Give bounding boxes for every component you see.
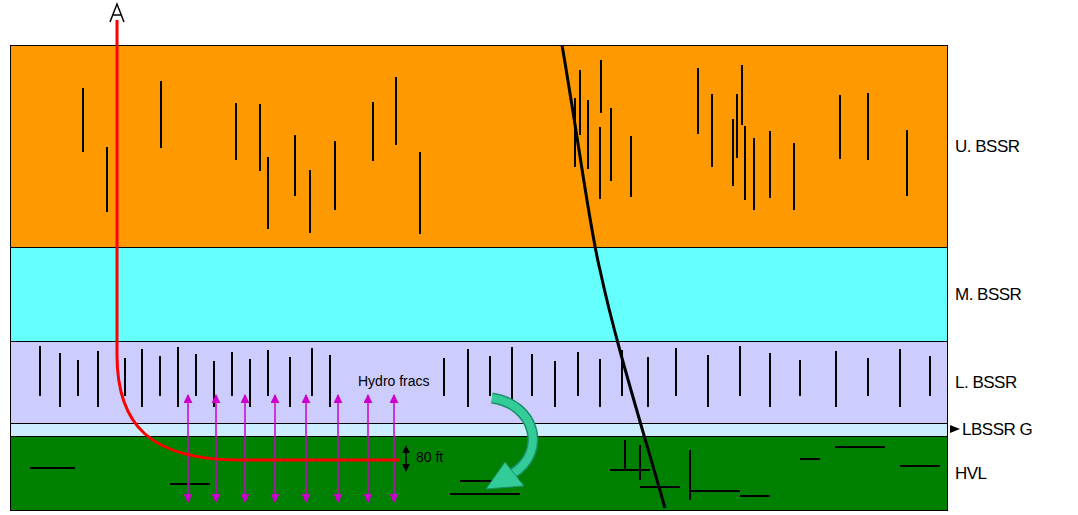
dimension-label: 80 ft bbox=[414, 449, 445, 465]
thickness-dimension bbox=[405, 446, 407, 471]
layer-name: LBSSR G bbox=[962, 420, 1032, 440]
layer-name: HVL bbox=[955, 464, 987, 484]
strata-band: HVL bbox=[10, 436, 948, 511]
pointer-arrow bbox=[950, 425, 960, 433]
layer-name: M. BSSR bbox=[955, 285, 1021, 305]
annotation-label: Hydro fracs bbox=[356, 373, 432, 389]
strata-band: U. BSSR bbox=[10, 45, 948, 248]
strata-band: L. BSSR bbox=[10, 341, 948, 424]
strata-band: M. BSSR bbox=[10, 247, 948, 342]
strata-band: LBSSR G bbox=[10, 423, 948, 437]
derrick-symbol bbox=[110, 4, 124, 22]
layer-name: L. BSSR bbox=[955, 373, 1017, 393]
layer-name: U. BSSR bbox=[955, 137, 1020, 157]
